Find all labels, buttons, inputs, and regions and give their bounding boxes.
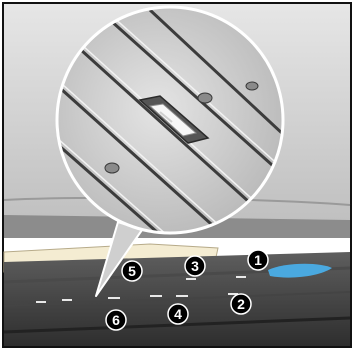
marker-5: 5: [122, 261, 142, 281]
screw-head: [105, 163, 119, 173]
marker-4: 4: [168, 304, 188, 324]
screw-head: [246, 82, 258, 90]
marker-label: 2: [237, 296, 245, 312]
marker-6: 6: [106, 310, 126, 330]
slot-mark: [186, 278, 196, 280]
slot-mark: [36, 301, 46, 303]
marker-label: 4: [174, 306, 182, 322]
marker-label: 3: [191, 258, 199, 274]
marker-label: 1: [254, 252, 262, 268]
slot-mark: [236, 276, 246, 278]
slot-mark: [108, 297, 120, 299]
marker-label: 5: [128, 263, 136, 279]
slot-mark: [176, 295, 188, 297]
marker-label: 6: [112, 312, 120, 328]
marker-1: 1: [248, 250, 268, 270]
marker-2: 2: [231, 294, 251, 314]
slot-mark: [150, 295, 162, 297]
marker-3: 3: [185, 256, 205, 276]
slot-mark: [62, 299, 72, 301]
screw-head: [198, 93, 212, 103]
